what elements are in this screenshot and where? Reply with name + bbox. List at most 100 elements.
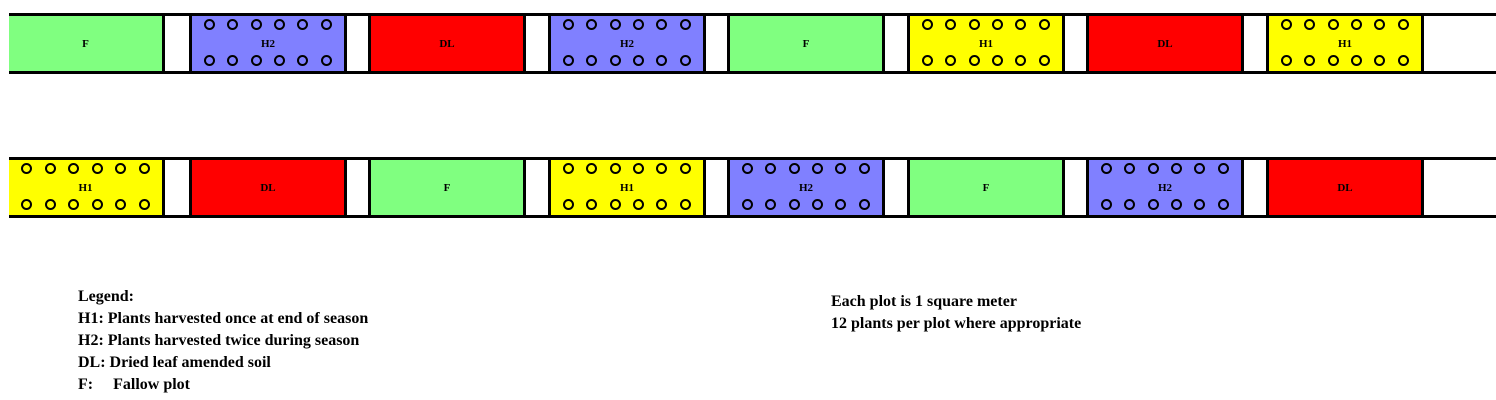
plant-marker-icon xyxy=(1124,199,1136,210)
plant-marker-icon xyxy=(679,199,691,210)
plant-marker-icon xyxy=(297,55,309,66)
plant-marker-icon xyxy=(320,19,332,30)
plant-row xyxy=(1089,163,1241,174)
plant-marker-icon xyxy=(945,19,957,30)
note-plants-per-plot: 12 plants per plot where appropriate xyxy=(831,315,1082,332)
plant-marker-icon xyxy=(765,163,777,174)
plot-f: F xyxy=(9,16,165,71)
plant-marker-icon xyxy=(21,199,33,210)
plant-marker-icon xyxy=(1038,19,1050,30)
plot-label: DL xyxy=(439,37,455,50)
plot-label: H1 xyxy=(78,181,93,194)
plant-marker-icon xyxy=(1147,199,1159,210)
plot-h2: H2 xyxy=(727,160,885,215)
plant-marker-icon xyxy=(922,19,934,30)
plot-h2: H2 xyxy=(1086,160,1244,215)
plot-label: H1 xyxy=(619,181,635,194)
plant-marker-icon xyxy=(1304,55,1316,66)
plant-marker-icon xyxy=(1327,19,1339,30)
plant-marker-icon xyxy=(742,199,754,210)
plant-marker-icon xyxy=(21,163,33,174)
plant-marker-icon xyxy=(609,163,621,174)
plant-marker-icon xyxy=(1217,163,1229,174)
plant-marker-icon xyxy=(679,163,691,174)
plant-marker-icon xyxy=(274,19,286,30)
plot-label: F xyxy=(443,181,451,194)
plot-label: H1 xyxy=(1337,37,1353,50)
plant-marker-icon xyxy=(858,199,870,210)
plot-label: DL xyxy=(260,181,276,194)
plant-marker-icon xyxy=(297,19,309,30)
plant-row xyxy=(9,163,162,174)
plant-marker-icon xyxy=(138,163,150,174)
plant-marker-icon xyxy=(968,19,980,30)
plot-label: DL xyxy=(1157,37,1173,50)
plant-row xyxy=(910,55,1062,66)
plant-marker-icon xyxy=(1374,55,1386,66)
plant-marker-icon xyxy=(1194,199,1206,210)
legend-item-h2: H2: Plants harvested twice during season xyxy=(78,332,360,349)
plot-h1: H1 xyxy=(9,160,165,215)
plant-marker-icon xyxy=(320,55,332,66)
plot-h1: H1 xyxy=(1266,16,1424,71)
plant-row xyxy=(730,163,882,174)
plant-marker-icon xyxy=(204,19,216,30)
legend-item-h1: H1: Plants harvested once at end of seas… xyxy=(78,310,369,327)
plant-marker-icon xyxy=(1397,19,1409,30)
plant-marker-icon xyxy=(1171,163,1183,174)
plant-marker-icon xyxy=(656,55,668,66)
plant-marker-icon xyxy=(968,55,980,66)
plant-marker-icon xyxy=(563,199,575,210)
plant-marker-icon xyxy=(1124,163,1136,174)
plant-marker-icon xyxy=(1194,163,1206,174)
plant-marker-icon xyxy=(812,199,824,210)
plant-marker-icon xyxy=(1171,199,1183,210)
plant-marker-icon xyxy=(765,199,777,210)
plant-marker-icon xyxy=(1281,55,1293,66)
plant-marker-icon xyxy=(609,19,621,30)
plant-row xyxy=(730,199,882,210)
plant-marker-icon xyxy=(633,199,645,210)
plot-f: F xyxy=(907,160,1065,215)
plot-label: H2 xyxy=(619,37,635,50)
plot-label: H2 xyxy=(798,181,814,194)
plant-marker-icon xyxy=(563,163,575,174)
plant-marker-icon xyxy=(91,199,103,210)
legend-title: Legend: xyxy=(78,288,134,305)
plant-marker-icon xyxy=(835,163,847,174)
plot-strip-row-2: H1 DL F H1 H2 F H2 DL xyxy=(9,157,1496,218)
legend-item-f: F: Fallow plot xyxy=(78,376,190,393)
plant-marker-icon xyxy=(586,163,598,174)
plant-marker-icon xyxy=(1038,55,1050,66)
plant-marker-icon xyxy=(68,163,80,174)
legend: Legend: H1: Plants harvested once at end… xyxy=(78,286,368,396)
plant-marker-icon xyxy=(115,199,127,210)
plant-marker-icon xyxy=(1101,163,1113,174)
legend-item-dl: DL: Dried leaf amended soil xyxy=(78,354,271,371)
note-plot-size: Each plot is 1 square meter xyxy=(831,293,1017,310)
plant-marker-icon xyxy=(227,55,239,66)
plot-label: F xyxy=(982,181,990,194)
plant-marker-icon xyxy=(788,163,800,174)
plant-marker-icon xyxy=(274,55,286,66)
plot-h2: H2 xyxy=(548,16,706,71)
plant-row xyxy=(551,19,703,30)
plot-label: DL xyxy=(1337,181,1353,194)
plot-label: H2 xyxy=(1157,181,1173,194)
plot-dl: DL xyxy=(368,16,526,71)
plant-marker-icon xyxy=(656,19,668,30)
plant-marker-icon xyxy=(1015,55,1027,66)
plant-marker-icon xyxy=(1304,19,1316,30)
plot-dl: DL xyxy=(189,160,347,215)
plant-row xyxy=(551,55,703,66)
plot-f: F xyxy=(368,160,526,215)
plant-row xyxy=(910,19,1062,30)
plant-marker-icon xyxy=(609,199,621,210)
plant-marker-icon xyxy=(1015,19,1027,30)
plant-marker-icon xyxy=(1327,55,1339,66)
plant-row xyxy=(192,55,344,66)
plant-marker-icon xyxy=(1281,19,1293,30)
plant-marker-icon xyxy=(563,55,575,66)
plant-marker-icon xyxy=(922,55,934,66)
plant-marker-icon xyxy=(586,199,598,210)
